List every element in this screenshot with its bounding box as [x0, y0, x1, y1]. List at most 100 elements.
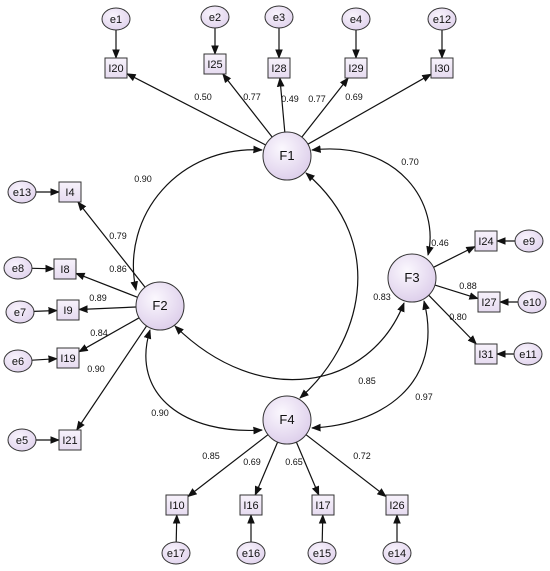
- error-label-e17: e17: [167, 548, 185, 560]
- loading-label-i26: 0.72: [353, 451, 371, 461]
- indicator-box-i20: [104, 57, 128, 79]
- loading-arrow-f1-i25: [222, 73, 273, 138]
- indicator-label-i24: I24: [478, 236, 493, 248]
- loading-label-i24: 0.46: [431, 238, 449, 248]
- indicator-box-i24: [474, 230, 498, 252]
- indicator-label-i31: I31: [478, 349, 493, 361]
- indicator-box-i21: [58, 429, 82, 451]
- loading-label-i16: 0.69: [243, 457, 261, 467]
- error-node-e4: [341, 7, 371, 31]
- indicator-box-i10: [165, 494, 189, 516]
- loading-label-i30: 0.69: [345, 92, 363, 102]
- error-node-e12: [427, 7, 457, 31]
- indicator-label-i29: I29: [348, 63, 363, 75]
- loading-arrow-f2-i21: [76, 325, 148, 431]
- correlation-label-f2-f4: 0.90: [151, 408, 169, 418]
- loading-arrow-f3-i24: [433, 245, 476, 268]
- correlation-curve-f1-f3: [311, 145, 434, 256]
- error-label-e16: e16: [242, 548, 260, 560]
- indicator-box-i9: [56, 299, 80, 321]
- indicator-label-i30: I30: [434, 63, 449, 75]
- indicator-label-i10: I10: [169, 500, 184, 512]
- indicator-label-i21: I21: [62, 435, 77, 447]
- latent-label-f2: F2: [152, 298, 167, 313]
- loading-arrow-f1-i30: [307, 73, 432, 145]
- correlation-curve-f2-f4: [143, 329, 263, 435]
- error-label-e2: e2: [209, 12, 221, 24]
- indicator-box-i4: [58, 181, 82, 203]
- correlation-label-f1-f4: 0.83: [373, 292, 391, 302]
- correlation-label-f2-f3: 0.85: [358, 376, 376, 386]
- error-label-e1: e1: [110, 14, 122, 26]
- correlation-label-f1-f3: 0.70: [401, 157, 419, 167]
- indicator-label-i25: I25: [207, 59, 222, 71]
- error-node-e7: [5, 300, 35, 324]
- loading-label-i17: 0.65: [285, 457, 303, 467]
- indicator-box-i26: [385, 494, 409, 516]
- edges-layer: [31, 28, 518, 543]
- error-label-e15: e15: [313, 548, 331, 560]
- indicator-label-i17: I17: [315, 500, 330, 512]
- loading-label-i10: 0.85: [202, 451, 220, 461]
- indicator-label-i19: I19: [60, 353, 75, 365]
- loading-arrow-f1-i20: [126, 73, 266, 146]
- indicator-box-i28: [267, 57, 291, 79]
- error-arrow-e6-i19: [31, 355, 58, 364]
- latent-node-f3: [387, 253, 437, 303]
- error-arrow-e15-i17: [318, 514, 327, 543]
- latent-label-f1: F1: [279, 148, 294, 163]
- loading-arrow-f2-i8: [75, 272, 138, 298]
- loading-arrow-f4-i16: [254, 441, 279, 496]
- loading-label-i9: 0.89: [89, 293, 107, 303]
- correlation-curve-f3-f4: [311, 300, 430, 432]
- error-label-e14: e14: [388, 548, 406, 560]
- indicator-box-i17: [311, 494, 335, 516]
- error-arrow-e8-i8: [31, 264, 55, 273]
- error-label-e3: e3: [273, 12, 285, 24]
- indicator-box-i8: [53, 258, 77, 280]
- error-node-e15: [307, 541, 337, 565]
- loading-arrow-f2-i9: [78, 305, 137, 313]
- error-arrow-e17-i10: [172, 514, 181, 543]
- indicator-label-i9: I9: [63, 305, 72, 317]
- error-label-e7: e7: [14, 307, 26, 319]
- error-label-e11: e11: [519, 349, 537, 361]
- error-node-e14: [382, 541, 412, 565]
- loading-label-i8: 0.86: [109, 264, 127, 274]
- loading-arrow-f4-i17: [295, 441, 320, 496]
- indicator-label-i4: I4: [65, 187, 74, 199]
- latent-node-f1: [262, 131, 312, 181]
- latent-label-f3: F3: [404, 270, 419, 285]
- error-node-e16: [236, 541, 266, 565]
- loading-label-i29: 0.77: [308, 94, 326, 104]
- loading-arrow-f3-i31: [428, 294, 477, 345]
- nodes-layer: I20e1I25e2I28e3I29e4I30e12I4e13I8e8I9e7I…: [3, 5, 547, 565]
- error-label-e8: e8: [12, 263, 24, 275]
- correlation-curve-f1-f4: [299, 172, 359, 399]
- indicator-box-i16: [239, 494, 263, 516]
- error-label-e4: e4: [350, 14, 362, 26]
- error-label-e13: e13: [13, 187, 31, 199]
- loading-label-i4: 0.79: [109, 231, 127, 241]
- error-node-e17: [161, 541, 191, 565]
- loading-arrow-f2-i19: [78, 317, 140, 353]
- indicator-label-i20: I20: [108, 63, 123, 75]
- loading-label-i21: 0.90: [87, 364, 105, 374]
- error-label-e9: e9: [523, 236, 535, 248]
- correlation-label-f3-f4: 0.97: [415, 392, 433, 402]
- error-node-e8: [3, 256, 33, 280]
- indicator-label-i16: I16: [243, 500, 258, 512]
- error-node-e6: [3, 349, 33, 373]
- indicator-box-i19: [56, 347, 80, 369]
- correlation-label-f1-f2: 0.90: [134, 174, 152, 184]
- indicator-box-i30: [430, 57, 454, 79]
- indicator-label-i8: I8: [60, 264, 69, 276]
- loading-label-i19: 0.84: [90, 328, 108, 338]
- loading-label-i25: 0.77: [243, 92, 261, 102]
- loading-label-i28: 0.49: [281, 94, 299, 104]
- loading-arrow-f4-i10: [187, 434, 269, 498]
- loading-arrow-f1-i29: [301, 77, 349, 138]
- error-label-e12: e12: [433, 14, 451, 26]
